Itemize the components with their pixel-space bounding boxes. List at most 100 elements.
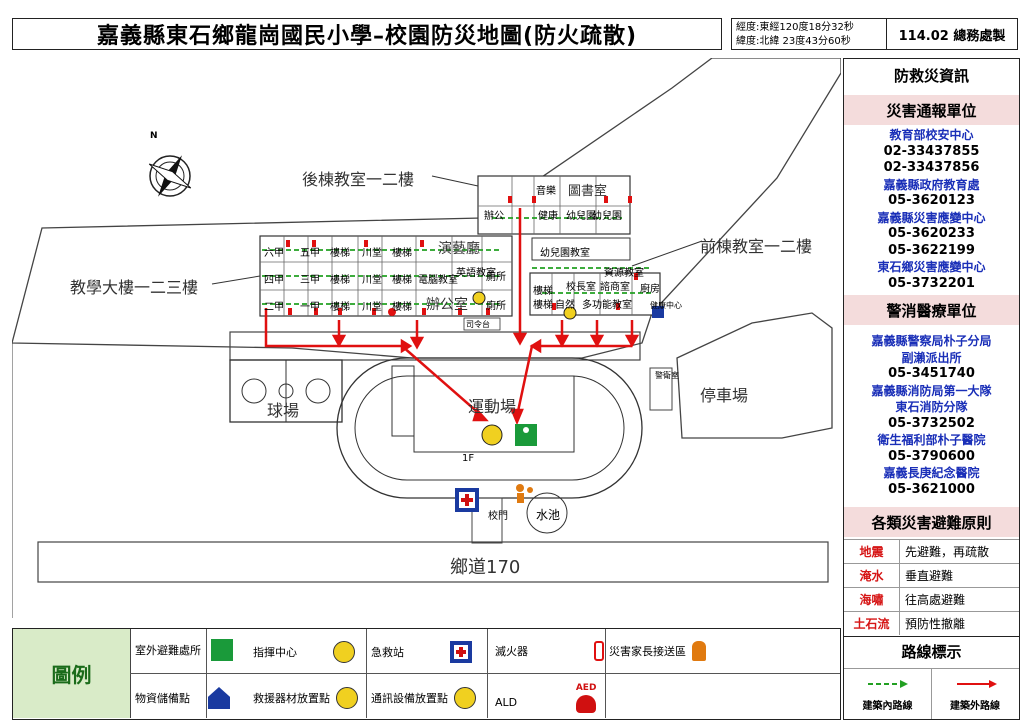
rule-action: 先避難，再疏散 bbox=[905, 545, 990, 559]
police-unit: 嘉義縣警察局朴子分局 bbox=[871, 334, 992, 348]
principal-room: 校長室 bbox=[566, 282, 596, 293]
podium-label: 司令台 bbox=[466, 320, 490, 329]
extinguisher-icon bbox=[594, 641, 604, 661]
back-building-label: 後棟教室一二樓 bbox=[302, 170, 415, 189]
police-phone: 05-3790600 bbox=[888, 448, 975, 464]
rule-action: 預防性撤離 bbox=[905, 617, 966, 631]
rule-hazard: 地震 bbox=[844, 540, 900, 563]
legend-command-center: 指揮中心 bbox=[253, 641, 355, 663]
route-title: 路線標示 bbox=[844, 636, 1019, 666]
stairs-c: 樓梯 bbox=[392, 302, 412, 313]
legend-rescue-tools: 救援器材放置點 bbox=[253, 687, 358, 709]
hall-label: 演藝廳 bbox=[438, 241, 480, 257]
rule-action: 往高處避難 bbox=[905, 593, 966, 607]
road-label: 鄉道170 bbox=[450, 557, 521, 578]
admin-room: 辦公 bbox=[484, 211, 504, 222]
room-four-a: 四甲 bbox=[264, 275, 284, 286]
room-three-a: 三甲 bbox=[300, 275, 320, 286]
comm-equipment-icon bbox=[454, 687, 476, 709]
police-unit: 東石消防分隊 bbox=[895, 400, 968, 414]
legend-supply-storage: 物資儲備點 bbox=[135, 687, 230, 709]
front-stairs: 樓梯 bbox=[533, 286, 553, 297]
legend-first-aid: 急救站 bbox=[371, 641, 472, 663]
kitchen-room: 廚房 bbox=[640, 284, 660, 295]
science-room: 自然 bbox=[555, 300, 575, 311]
police-unit: 嘉義長庚紀念醫院 bbox=[883, 466, 980, 480]
campus-map bbox=[12, 58, 841, 618]
stair-2: 樓梯 bbox=[330, 275, 350, 286]
pool-label: 水池 bbox=[536, 508, 561, 522]
supply-storage-icon bbox=[208, 687, 230, 709]
playground-label: 運動場 bbox=[468, 397, 517, 416]
front-building-label: 前棟教室一二樓 bbox=[700, 237, 813, 256]
floor-label: 1F bbox=[462, 453, 475, 464]
report-phone: 02-33437856 bbox=[883, 160, 980, 175]
hall-room-2: 川堂 bbox=[362, 275, 382, 286]
gate-label: 校門 bbox=[488, 511, 508, 522]
outside-route-label: 建築外路線 bbox=[950, 701, 1000, 712]
report-unit: 嘉義縣災害應變中心 bbox=[877, 210, 986, 225]
first-aid-station-icon bbox=[472, 291, 486, 305]
police-phone: 05-3732502 bbox=[888, 415, 975, 431]
computer-room: 電腦教室 bbox=[418, 275, 458, 286]
english-room: 英語教室 bbox=[456, 268, 496, 279]
kinder-room: 幼兒園 bbox=[566, 211, 596, 222]
report-units-title: 災害通報單位 bbox=[844, 95, 1019, 125]
counsel-room: 諮商室 bbox=[600, 282, 630, 293]
route-legend: 建築內路線 建築外路線 bbox=[844, 668, 1019, 719]
police-unit: 副瀨派出所 bbox=[901, 350, 962, 365]
rule-hazard: 土石流 bbox=[844, 612, 900, 635]
supply-storage-icon bbox=[652, 306, 664, 318]
police-phone: 05-3451740 bbox=[888, 366, 975, 381]
hall-room-1: 川堂 bbox=[362, 248, 382, 259]
room-five-a: 五甲 bbox=[300, 248, 320, 259]
rule-row: 海嘯往高處避難 bbox=[844, 587, 1019, 611]
legend-comm-equipment: 通訊設備放置點 bbox=[371, 687, 476, 709]
report-phone: 05-3620123 bbox=[888, 193, 975, 208]
report-phone: 05-3732201 bbox=[888, 275, 975, 291]
stair-3: 樓梯 bbox=[330, 302, 350, 313]
rule-hazard: 淹水 bbox=[844, 564, 900, 587]
police-phone: 05-3621000 bbox=[888, 481, 975, 497]
court-label: 球場 bbox=[267, 401, 300, 420]
guard-room: 警衛室 bbox=[655, 371, 679, 380]
east-stairs: 樓梯 bbox=[533, 300, 553, 311]
outdoor-shelter-icon bbox=[515, 424, 537, 446]
legend-outdoor-shelter: 室外避難處所 bbox=[135, 639, 233, 661]
rule-hazard: 海嘯 bbox=[844, 588, 900, 611]
multi-room: 多功能教室 bbox=[582, 300, 632, 311]
toilet-label-1: 廁所 bbox=[486, 272, 506, 283]
coordinates: 經度:東經120度18分32秒 緯度:北緯 23度43分60秒 bbox=[731, 18, 886, 50]
toilet-label-2: 廁所 bbox=[486, 301, 506, 312]
legend-extinguisher: 滅火器 bbox=[495, 641, 604, 661]
kinder-room-2: 幼兒園 bbox=[592, 211, 622, 222]
legend: 圖例 室外避難處所 指揮中心 急救站 滅火器 災害家長接送區 物資儲備點 救援器… bbox=[12, 628, 841, 720]
first-aid-icon bbox=[450, 641, 472, 663]
compass-icon bbox=[148, 155, 192, 197]
aed-icon: AED bbox=[571, 683, 601, 717]
office-label: 辦公室 bbox=[426, 297, 468, 313]
outside-route-icon bbox=[957, 680, 997, 688]
rule-action: 垂直避難 bbox=[905, 569, 954, 583]
panel-title: 防救災資訊 bbox=[893, 67, 969, 85]
report-unit: 教育部校安中心 bbox=[889, 128, 974, 142]
stairs-b: 樓梯 bbox=[392, 275, 412, 286]
room-six-a: 六甲 bbox=[264, 248, 284, 259]
music-room: 音樂 bbox=[536, 186, 556, 197]
hall-room-3: 川堂 bbox=[362, 302, 382, 313]
longitude: 經度:東經120度18分32秒 bbox=[736, 22, 854, 33]
parking-label: 停車場 bbox=[700, 386, 749, 405]
legend-parent-pickup: 災害家長接送區 bbox=[609, 641, 706, 661]
command-center-icon bbox=[333, 641, 355, 663]
health-room: 健康 bbox=[538, 211, 558, 222]
report-phone: 05-3622199 bbox=[888, 242, 975, 258]
rescue-tools-icon bbox=[563, 306, 577, 320]
compass-north: N bbox=[150, 131, 158, 141]
resource-room: 資源教室 bbox=[604, 268, 644, 279]
stairs-a: 樓梯 bbox=[392, 248, 412, 259]
rule-row: 土石流預防性撤離 bbox=[844, 611, 1019, 635]
rule-row: 淹水垂直避難 bbox=[844, 563, 1019, 587]
kinder-class: 幼兒園教室 bbox=[540, 248, 590, 259]
